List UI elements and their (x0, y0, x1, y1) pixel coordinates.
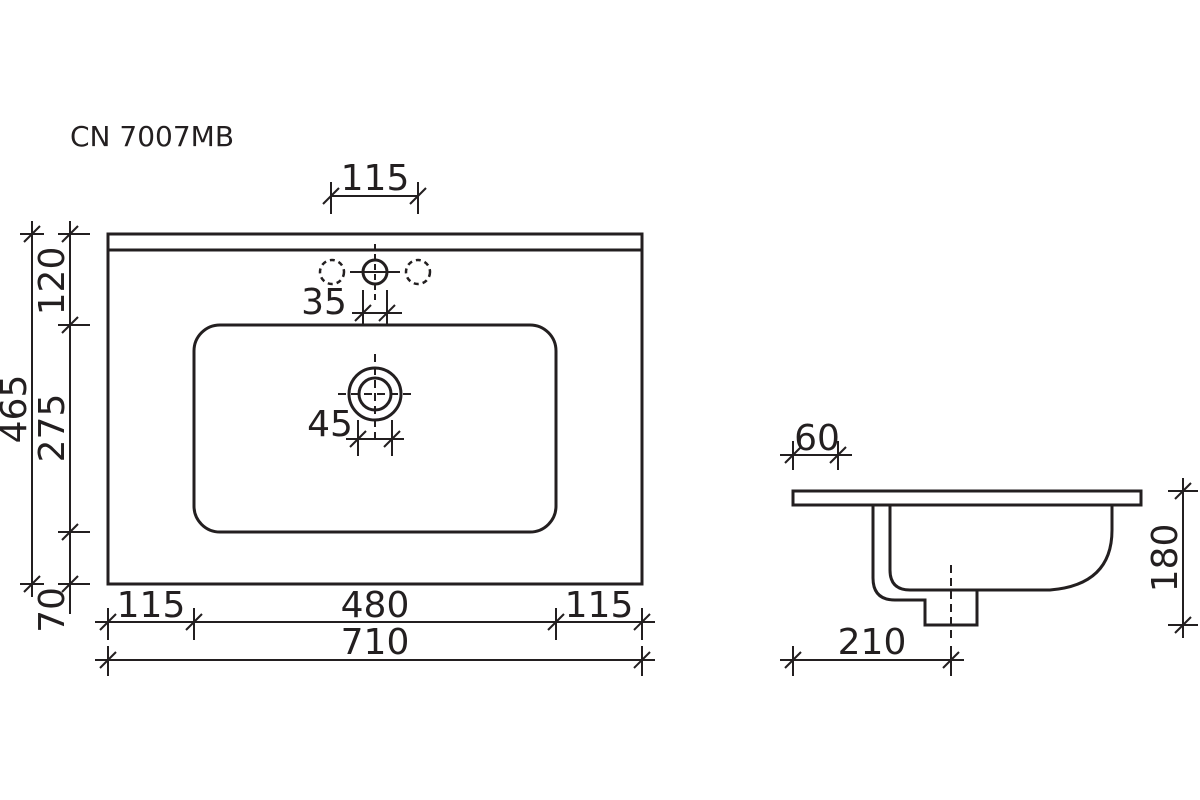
side-bowl-inner-left (888, 505, 925, 592)
dim-total-depth-label: 465 (0, 375, 35, 444)
dim-bowl-width-label: 480 (341, 585, 410, 626)
side-view: 60 180 210 (780, 418, 1198, 676)
dim-total-width-label: 710 (341, 622, 410, 663)
dim-height: 180 (1145, 478, 1198, 638)
dim-left-margin-label: 115 (117, 585, 186, 626)
dim-rim: 60 (780, 418, 852, 470)
dim-drain-offset-label: 210 (838, 622, 907, 663)
dim-depth-chain: 120 275 70 (32, 221, 90, 633)
bowl-outline (192, 323, 558, 534)
optional-tap-hole-right (404, 258, 432, 286)
dim-right-margin-label: 115 (565, 585, 634, 626)
top-view: 115 35 45 465 (0, 158, 655, 676)
dim-tap-hole: 35 (301, 282, 402, 326)
dim-drain-hole: 45 (307, 404, 404, 456)
countertop-outline (106, 232, 644, 586)
dim-tap-spacing: 115 (322, 158, 427, 214)
side-slab (791, 489, 1143, 507)
dim-total-depth: 465 (0, 221, 44, 597)
dim-front-edge-label: 70 (32, 587, 73, 633)
dim-total-width: 710 (95, 622, 655, 676)
dim-rim-label: 60 (794, 418, 840, 459)
dim-drain-hole-label: 45 (307, 404, 353, 445)
side-bowl-outer (871, 505, 1114, 627)
dim-tap-spacing-label: 115 (341, 158, 410, 199)
dim-back-to-tap-label: 120 (32, 247, 73, 316)
optional-tap-hole-left (318, 258, 346, 286)
model-title: CN 7007MB (70, 120, 234, 153)
dim-height-label: 180 (1145, 524, 1186, 593)
dim-bowl-depth-label: 275 (32, 394, 73, 463)
dim-tap-hole-label: 35 (301, 282, 347, 323)
dim-width-chain: 115 480 115 (95, 585, 655, 640)
dim-drain-offset: 210 (780, 622, 964, 676)
